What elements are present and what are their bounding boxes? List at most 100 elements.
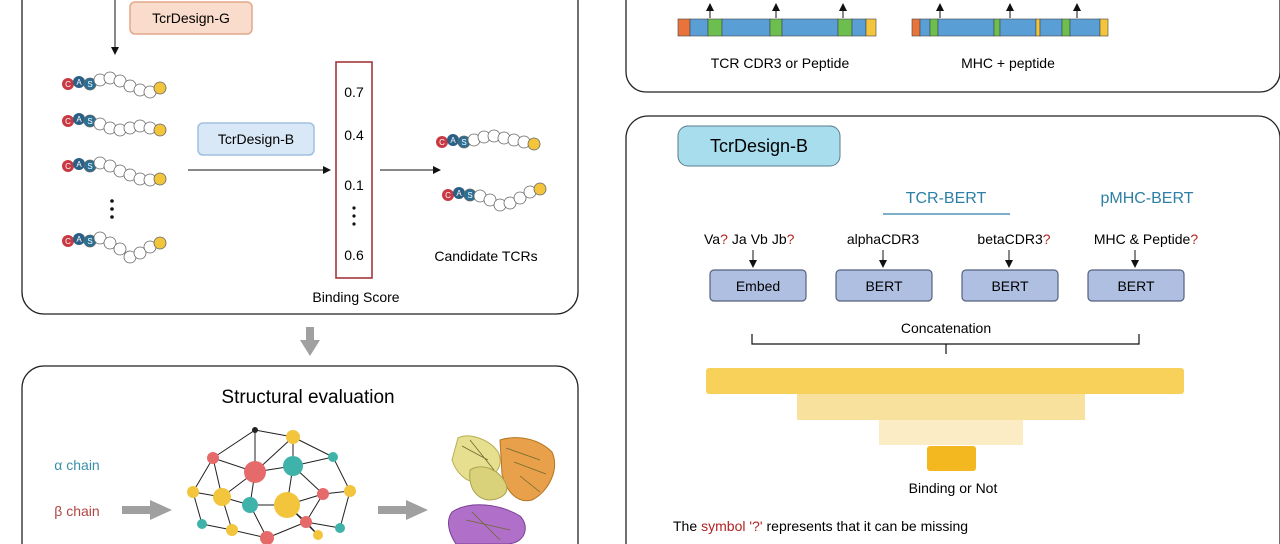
residue-c-label: C [445,191,451,200]
tcrdesign-g-box [129,1,253,35]
sequence-segment [707,18,723,37]
network-edge [212,429,256,459]
binding-score-column [335,61,373,279]
residue [153,123,167,137]
score-ellipsis [352,206,356,226]
generation-panel [21,0,579,315]
tcrdesign-b-badge [677,125,841,167]
residue [113,74,127,88]
residue-s-label: S [87,162,92,171]
bert-box-alpha [835,269,933,302]
network-edge [339,490,351,529]
residue-a-label: A [76,235,82,244]
residue-c [442,189,454,201]
residue-c-label: C [65,80,71,89]
tcrdesign-b-panel [625,115,1280,544]
network-node [197,519,207,529]
sequence-segment [919,18,931,37]
residue-c-label: C [65,117,71,126]
bert-box-pmhc [1087,269,1185,302]
network-node [226,524,238,536]
sequence-segment [1039,18,1063,37]
sequence-segment [837,18,853,37]
sequence-segment [677,18,691,37]
network-node [283,456,303,476]
residue-a [447,134,459,146]
network-node [313,530,323,540]
network-edge [266,521,307,539]
residue-c [62,115,74,127]
sequence-segment [769,18,783,37]
residue [503,196,517,210]
residue [133,246,147,260]
sequence-segment [689,18,709,37]
residue-s-label: S [467,191,472,200]
residue-c [436,136,448,148]
residue-a-label: A [76,115,82,124]
encoding-panel [625,0,1280,93]
sequence-segment [929,18,939,37]
beta-chain-label: β chain [54,503,99,519]
sequence-segment [1099,18,1109,37]
residue [533,182,547,196]
residue-a [453,187,465,199]
residue [103,159,117,173]
residue-c-label: C [439,138,445,147]
input-mhc-peptide: MHC & Peptide? [1094,231,1198,247]
sequence-segment [937,18,995,37]
sequence-segment [781,18,839,37]
gray-arrow-2 [378,500,428,520]
tcr-bert-label: TCR-BERT [906,190,987,207]
dense-layer-1 [706,368,1184,394]
network-node [286,430,300,444]
sequence-segment [993,18,1001,37]
network-edge [192,457,214,493]
residue [113,242,127,256]
score-3: 0.1 [344,177,364,193]
network-edge [292,436,334,458]
residue [513,191,527,205]
residue-c-label: C [65,237,71,246]
residue-c [62,160,74,172]
bert-box-beta-label: BERT [991,278,1029,294]
network-node [242,497,258,513]
tcrdesign-b-label: TcrDesign-B [218,131,294,147]
pmhc-bert-label: pMHC-BERT [1100,190,1193,207]
sequence-segment [1061,18,1071,37]
network-node [344,485,356,497]
sequence-segment [1069,18,1101,37]
interaction-network [187,427,356,544]
sequence-segment [721,18,771,37]
binding-or-not-label: Binding or Not [909,480,998,496]
residue-s-label: S [461,138,466,147]
alpha-chain-label: α chain [54,457,99,473]
residue-s-label: S [87,117,92,126]
residue [153,81,167,95]
residue-a-label: A [76,160,82,169]
concatenation-bracket [751,334,1140,354]
score-2: 0.4 [344,127,364,143]
dense-layer-2 [797,394,1085,420]
network-node [244,461,266,483]
candidate-tcrs-label: Candidate TCRs [434,248,537,264]
binding-score-title: Binding Score [312,289,399,305]
network-node [274,492,300,518]
gray-arrow-1 [122,500,172,520]
sequence-segment [1035,18,1041,37]
output-node [927,446,976,471]
sequence-segment [865,18,877,37]
residue [527,137,541,151]
score-4: 0.6 [344,247,364,263]
network-node [317,488,329,500]
network-node [335,523,345,533]
encoding-left-caption: TCR CDR3 or Peptide [711,55,850,71]
residue [153,172,167,186]
tcrdesign-b-badge-label: TcrDesign-B [710,136,808,156]
residue-c-label: C [65,162,71,171]
